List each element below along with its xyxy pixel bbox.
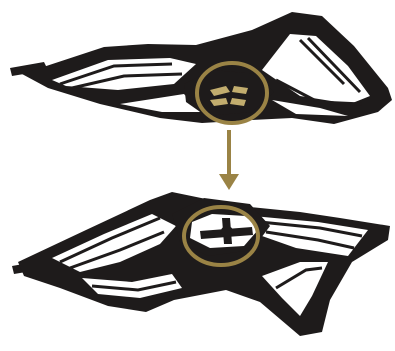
stand-bottom — [12, 192, 390, 336]
down-arrow-icon — [219, 130, 239, 190]
stand-top — [10, 12, 392, 124]
